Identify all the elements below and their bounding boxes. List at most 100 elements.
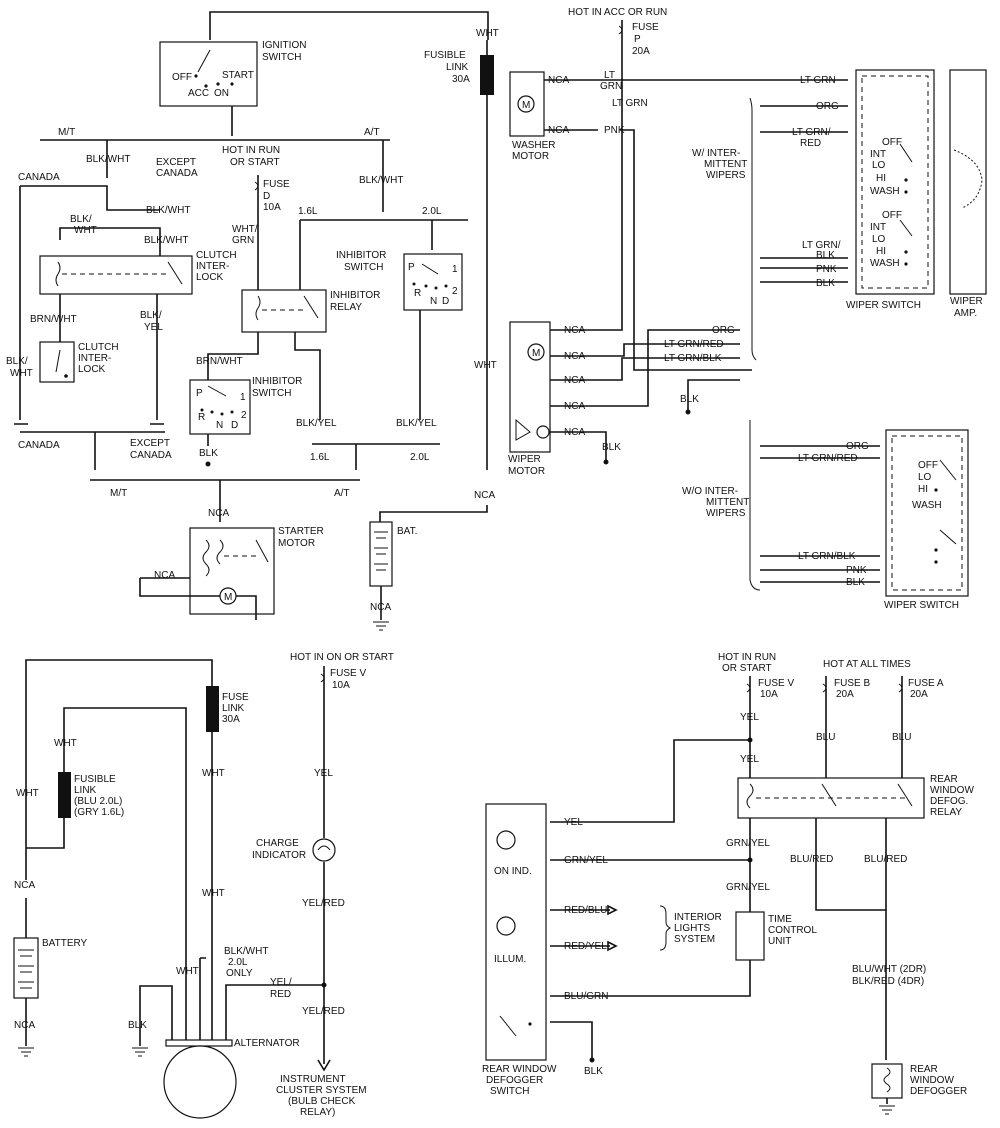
gear-d-label: D xyxy=(231,420,238,431)
motor-m-label: M xyxy=(532,348,540,359)
washer-motor-icon xyxy=(517,95,535,113)
wiper-switch-standard xyxy=(885,429,969,597)
gear-1-label: 1 xyxy=(240,392,246,403)
fuse-d-label: 10A xyxy=(263,202,281,213)
wire-label: YEL/RED xyxy=(302,1006,345,1017)
fuse-link-label: 30A xyxy=(222,714,240,725)
nca-label: NCA xyxy=(474,490,495,501)
inhibitor-relay-label: RELAY xyxy=(330,302,362,313)
switch-start-label: START xyxy=(222,70,254,81)
ignition-switch-label: SWITCH xyxy=(262,52,301,63)
wiper-motor-label: MOTOR xyxy=(508,466,545,477)
w-int-label: W/ INTER- xyxy=(692,148,740,159)
clutch-interlock-label: INTER- xyxy=(78,353,111,364)
switch-wash-label: WASH xyxy=(870,186,900,197)
on-indicator-lamp xyxy=(496,830,516,850)
l20-label: 2.0L xyxy=(410,452,430,463)
fusible-link-label: (GRY 1.6L) xyxy=(74,807,124,818)
fusible-link-label: LINK xyxy=(74,785,97,796)
wire-label: WHT xyxy=(202,768,225,779)
gear-n-label: N xyxy=(216,420,223,431)
fusible-link-amp: 30A xyxy=(452,74,470,85)
ground-label: BLK xyxy=(128,1020,147,1031)
wire-label: BLK/WHT xyxy=(146,205,190,216)
charge-indicator-label: INDICATOR xyxy=(252,850,306,861)
ground-label: BLK xyxy=(602,442,621,453)
nca-label: NCA xyxy=(564,427,585,438)
switch-off-label: OFF xyxy=(882,210,902,221)
cluster-label: INSTRUMENT xyxy=(280,1074,346,1085)
starter-label: MOTOR xyxy=(278,538,315,549)
battery-label: BAT. xyxy=(397,526,417,537)
wire-label: BLK/WHT xyxy=(144,235,188,246)
gear-1-label: 1 xyxy=(452,264,458,275)
wire-label: LT GRN xyxy=(800,75,836,86)
switch-lo-label: LO xyxy=(918,472,932,483)
switch-wash-label: WASH xyxy=(870,258,900,269)
fusible-link-label: FUSIBLE xyxy=(74,774,116,785)
cluster-label: RELAY) xyxy=(300,1107,335,1118)
ignition-switch-label: IGNITION xyxy=(262,40,306,51)
rear-window-defogger xyxy=(871,1063,903,1099)
switch-wash-label: WASH xyxy=(912,500,942,511)
hot-all-times-label: HOT AT ALL TIMES xyxy=(823,659,911,670)
gear-2-label: 2 xyxy=(241,410,247,421)
wire-label: YEL xyxy=(564,817,583,828)
wo-int-label: W/O INTER- xyxy=(682,486,738,497)
wire-label: YEL/ xyxy=(270,977,292,988)
wire-label: LT GRN/ xyxy=(802,240,841,251)
rw-switch-label: DEFOGGER xyxy=(486,1075,543,1086)
wire-label: RED xyxy=(800,138,821,149)
gear-r-label: R xyxy=(414,288,421,299)
inhibitor-switch-label: INHIBITOR xyxy=(336,250,386,261)
hot-run-label: OR START xyxy=(722,663,772,674)
wire-label: BRN/WHT xyxy=(196,356,243,367)
wire-label: BLK/ xyxy=(6,356,28,367)
wiper-switch-label: WIPER SWITCH xyxy=(846,300,921,311)
fuse-p-label: 20A xyxy=(632,46,650,57)
wire-label: BLK xyxy=(816,278,835,289)
time-control-label: UNIT xyxy=(768,936,791,947)
cluster-label: (BULB CHECK xyxy=(288,1096,356,1107)
w-int-label: WIPERS xyxy=(706,170,746,181)
switch-off-label: OFF xyxy=(172,72,192,83)
wire-label: ONLY xyxy=(226,968,253,979)
switch-lo-label: LO xyxy=(872,234,886,245)
nca-label: NCA xyxy=(564,375,585,386)
wire-label: BLK/RED (4DR) xyxy=(852,976,924,987)
hot-run-label: HOT IN RUN xyxy=(718,652,776,663)
nca-label: NCA xyxy=(14,880,35,891)
cluster-label: CLUSTER SYSTEM xyxy=(276,1085,367,1096)
wire-label: BLK/ xyxy=(70,214,92,225)
l16-label: 1.6L xyxy=(298,206,318,217)
nca-label: NCA xyxy=(154,570,175,581)
wire-label: BRN/WHT xyxy=(30,314,77,325)
fuse-a-label: 20A xyxy=(910,689,928,700)
starting-system: WHT FUSIBLE LINK 30A WHT NCA IGNITION SW… xyxy=(6,11,499,631)
wire-label: GRN xyxy=(232,235,254,246)
hot-acc-run-label: HOT IN ACC OR RUN xyxy=(568,7,667,18)
time-control-label: TIME xyxy=(768,914,792,925)
wire-label: BLK/YEL xyxy=(396,418,437,429)
gear-2-label: 2 xyxy=(452,286,458,297)
l16-label: 1.6L xyxy=(310,452,330,463)
wire-label: PNK xyxy=(846,565,867,576)
wire-label: LT GRN/BLK xyxy=(664,353,722,364)
clutch-interlock-label: CLUTCH xyxy=(196,250,237,261)
hot-run-label: HOT IN RUN xyxy=(222,145,280,156)
wire-label: YEL xyxy=(314,768,333,779)
wire-label: BLU xyxy=(892,732,911,743)
wire-label: WHT xyxy=(202,888,225,899)
nca-label: NCA xyxy=(14,1020,35,1031)
canada-label: CANADA xyxy=(18,172,60,183)
wiper-amp-label: WIPER xyxy=(950,296,983,307)
wire-label: ORG xyxy=(712,325,735,336)
switch-off-label: OFF xyxy=(918,460,938,471)
wire-label: RED/BLU xyxy=(564,905,607,916)
wire-label: WHT/ xyxy=(232,224,258,235)
rw-defogger-label: WINDOW xyxy=(910,1075,954,1086)
wiper-system: HOT IN ACC OR RUN FUSE P 20A M WASHER MO… xyxy=(508,7,987,611)
switch-hi-label: HI xyxy=(876,173,886,184)
ground-label: BLK xyxy=(584,1066,603,1077)
wire-label: LT GRN/RED xyxy=(798,453,858,464)
